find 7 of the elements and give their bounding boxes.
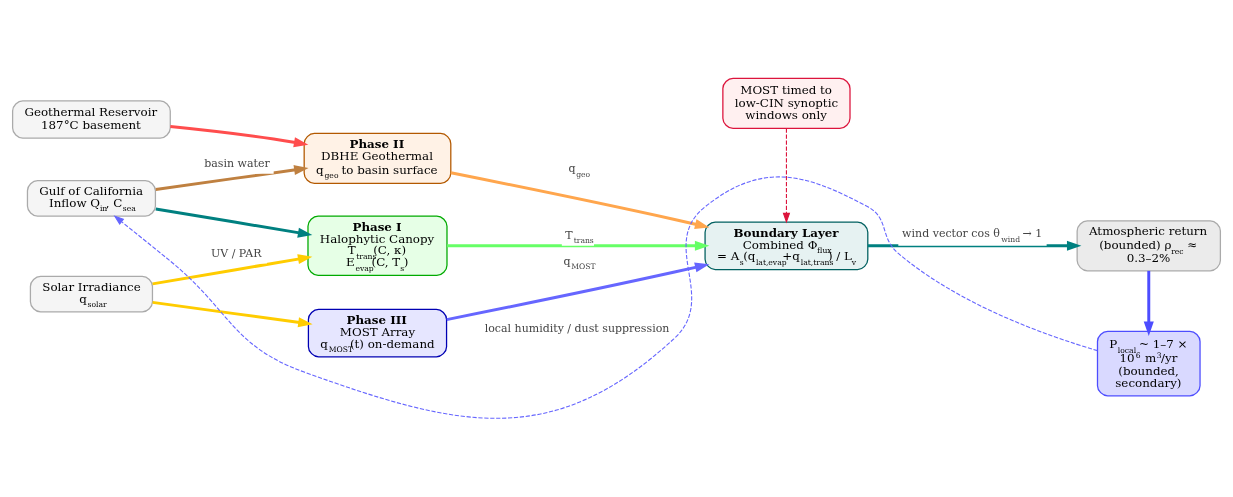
edge-label: T$_{trans}$ — [565, 228, 594, 245]
edge-label: basin water — [204, 157, 270, 171]
edge-label: q$_{MOST}$ — [563, 254, 596, 272]
edge-label: wind vector cos θ$_{wind}$ → 1 — [902, 227, 1043, 244]
edge-label: UV / PAR — [210, 247, 262, 261]
edge-label: q$_{geo}$ — [568, 162, 591, 179]
edge-label: local humidity / dust suppression — [484, 321, 670, 335]
